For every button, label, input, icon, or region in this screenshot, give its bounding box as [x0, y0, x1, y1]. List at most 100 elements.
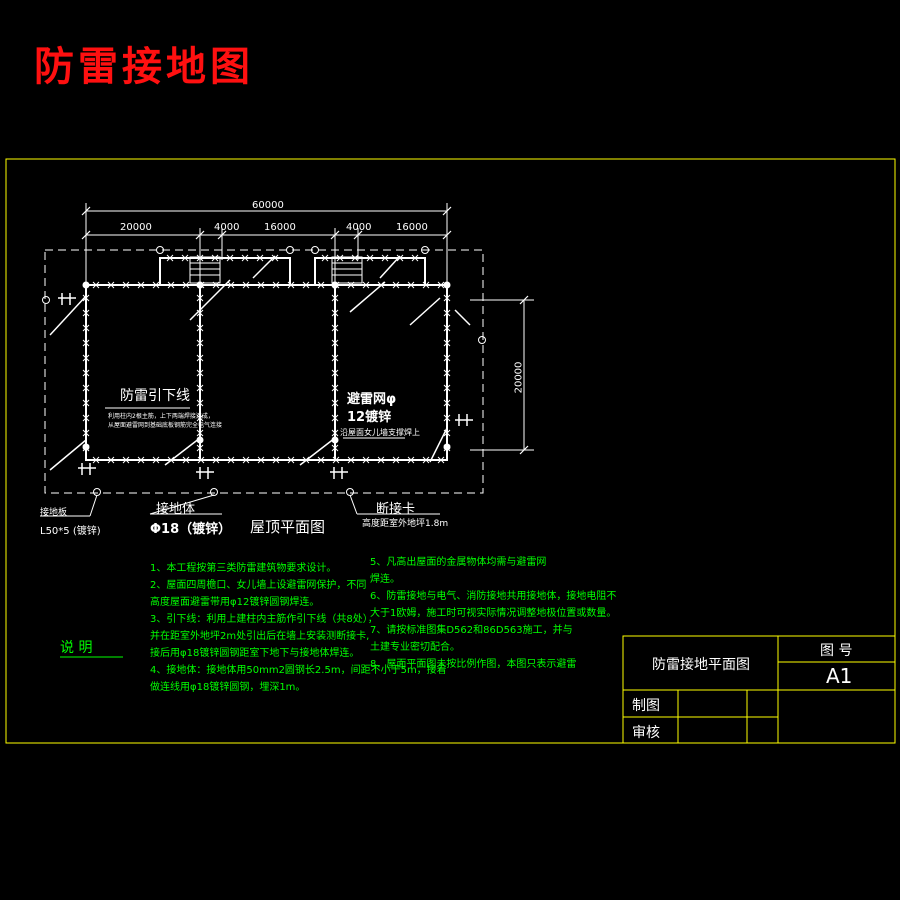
support-mark [122, 456, 130, 464]
support-mark [196, 254, 204, 262]
support-mark [167, 281, 175, 289]
support-mark [317, 456, 325, 464]
support-mark [82, 369, 90, 377]
support-mark [377, 456, 385, 464]
rod-label: Φ18（镀锌） [150, 522, 232, 537]
support-mark [381, 254, 389, 262]
note-line: 并在距室外地坪2m处引出后在墙上安装测断接卡, [150, 631, 370, 642]
support-mark [196, 354, 204, 362]
support-mark [181, 254, 189, 262]
support-mark [362, 281, 370, 289]
support-mark [272, 456, 280, 464]
support-mark [196, 444, 204, 452]
support-mark [196, 414, 204, 422]
support-mark [107, 281, 115, 289]
note-line: 大于1欧姆，施工时可视实际情况调整地极位置或数量。 [370, 608, 617, 619]
support-mark [196, 369, 204, 377]
page-title: 防雷接地图 [34, 43, 254, 90]
support-mark [107, 456, 115, 464]
support-mark [242, 281, 250, 289]
support-mark [166, 254, 174, 262]
support-mark [331, 414, 339, 422]
support-mark [196, 324, 204, 332]
support-mark [422, 281, 430, 289]
support-mark [321, 254, 329, 262]
net-label-1: 避雷网φ [347, 392, 397, 407]
support-mark [347, 456, 355, 464]
test-clip-note: 高度距室外地坪1.8m [362, 519, 449, 529]
support-mark [443, 369, 451, 377]
support-mark [366, 254, 374, 262]
support-mark [197, 456, 205, 464]
support-mark [443, 309, 451, 317]
dim-seg2: 4000 [214, 222, 240, 233]
support-mark [196, 399, 204, 407]
note-line: 做连线用φ18镀锌圆钢，埋深1m。 [150, 682, 306, 693]
support-mark [331, 444, 339, 452]
note-line: 4、接地体：接地体用50mm2圆钢长2.5m，间距不小于5m，接着 [150, 665, 447, 676]
note-line: 7、请按标准图集D562和86D563施工，并与 [370, 625, 573, 636]
support-mark [82, 324, 90, 332]
support-mark [196, 339, 204, 347]
support-mark [396, 254, 404, 262]
support-mark [422, 456, 430, 464]
dim-seg4: 4000 [346, 222, 372, 233]
test-clip-symbols [58, 293, 473, 479]
support-mark [317, 281, 325, 289]
notes-right: 5、凡高出屋面的金属物体均需与避雷网 焊连。 6、防雷接地与电气、消防接地共用接… [370, 554, 616, 673]
support-mark [437, 456, 445, 464]
support-mark [443, 429, 451, 437]
support-mark [257, 456, 265, 464]
support-mark [242, 456, 250, 464]
support-mark [332, 456, 340, 464]
support-mark [196, 384, 204, 392]
title-block [622, 635, 896, 744]
support-mark [351, 254, 359, 262]
support-mark [443, 354, 451, 362]
ground-body-label: 接地体 [156, 502, 196, 517]
support-mark [347, 281, 355, 289]
note-line: 5、凡高出屋面的金属物体均需与避雷网 [370, 557, 547, 568]
dim-side: 20000 [513, 361, 525, 394]
support-mark [392, 456, 400, 464]
support-mark [211, 254, 219, 262]
support-mark [331, 309, 339, 317]
support-mark [257, 281, 265, 289]
note-line: 3、引下线：利用上建柱内主筋作引下线（共8处）， [150, 614, 378, 625]
support-mark [392, 281, 400, 289]
downlead-note: 利用柱内2根主筋，上下两端焊接连成， 从屋面避雷网到基础底板钢筋完全电气连接 [108, 413, 223, 429]
downlead-nodes [82, 281, 451, 451]
support-mark [256, 254, 264, 262]
dim-seg3: 16000 [264, 222, 296, 233]
support-mark [227, 456, 235, 464]
note-line: 土建专业密切配合。 [370, 642, 460, 653]
support-mark [336, 254, 344, 262]
tb-drawing-name: 防雷接地平面图 [652, 657, 750, 673]
support-mark [82, 429, 90, 437]
dimension-ticks [81, 206, 529, 455]
support-mark [287, 281, 295, 289]
support-mark [331, 339, 339, 347]
support-mark [443, 339, 451, 347]
support-mark [331, 369, 339, 377]
support-mark [443, 399, 451, 407]
dim-total: 60000 [252, 200, 284, 211]
dimension-lines [85, 203, 534, 451]
tb-drawing-no: A1 [826, 664, 853, 688]
support-mark [92, 281, 100, 289]
support-mark [82, 339, 90, 347]
downlead-arrows [49, 255, 448, 471]
support-mark [82, 399, 90, 407]
dim-seg1: 20000 [120, 222, 152, 233]
support-mark [137, 281, 145, 289]
support-mark [82, 414, 90, 422]
support-mark [443, 414, 451, 422]
support-mark [407, 281, 415, 289]
roof-equipment [189, 256, 363, 284]
support-mark [272, 281, 280, 289]
support-mark [212, 281, 220, 289]
ground-plate-label: 接地板 [40, 508, 68, 518]
support-mark [226, 254, 234, 262]
support-mark [443, 294, 451, 302]
note-line: 高度屋面避雷带用φ12镀锌圆钢焊连。 [150, 597, 320, 608]
